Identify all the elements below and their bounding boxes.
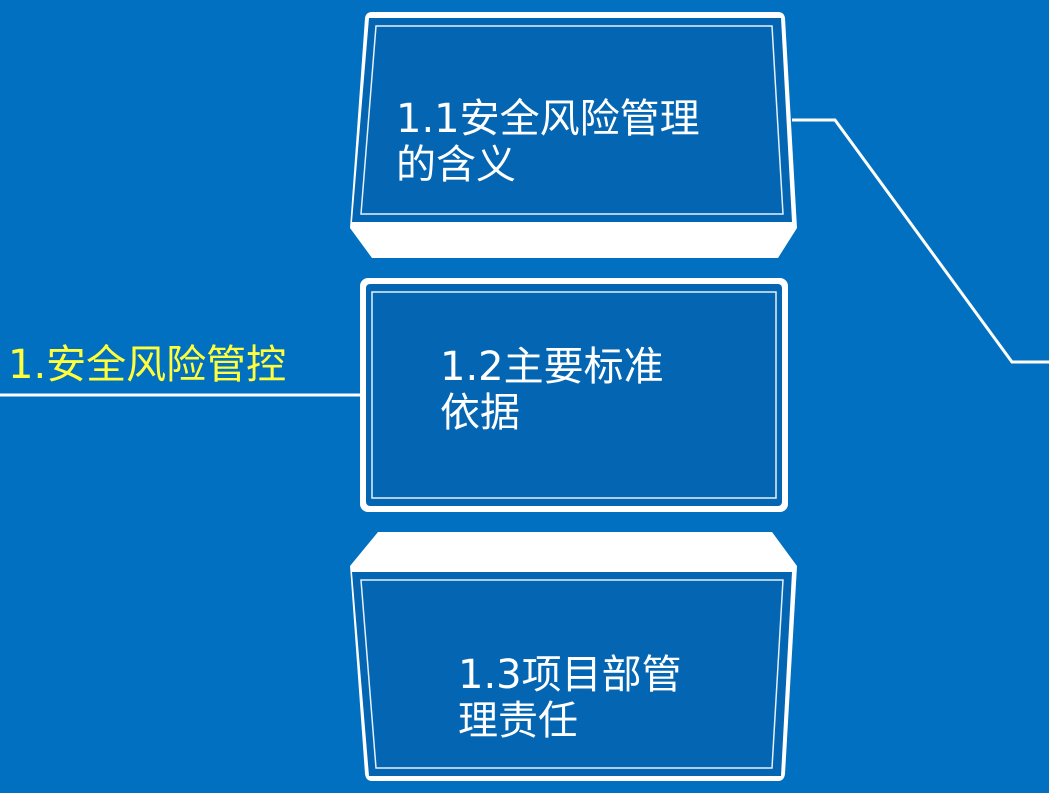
node-1-label-line1: 1.1安全风险管理 bbox=[396, 96, 700, 142]
node-2-label-line2: 依据 bbox=[440, 390, 520, 436]
node-2-label: 1.2主要标准 依据 bbox=[440, 344, 664, 436]
node-3-label-line2: 理责任 bbox=[458, 698, 578, 744]
node-1-label-line2: 的含义 bbox=[396, 142, 516, 188]
node-1-label: 1.1安全风险管理 的含义 bbox=[396, 96, 700, 188]
node-3-label-line1: 1.3项目部管 bbox=[458, 652, 682, 698]
node-1-connector-line bbox=[792, 118, 1049, 364]
node-3-box bbox=[350, 532, 797, 781]
node-1-box bbox=[350, 12, 797, 258]
node-2-box bbox=[360, 278, 788, 512]
root-label: 1.安全风险管控 bbox=[8, 342, 287, 388]
node-3-label: 1.3项目部管 理责任 bbox=[458, 652, 682, 744]
node-2-label-line1: 1.2主要标准 bbox=[440, 344, 664, 390]
